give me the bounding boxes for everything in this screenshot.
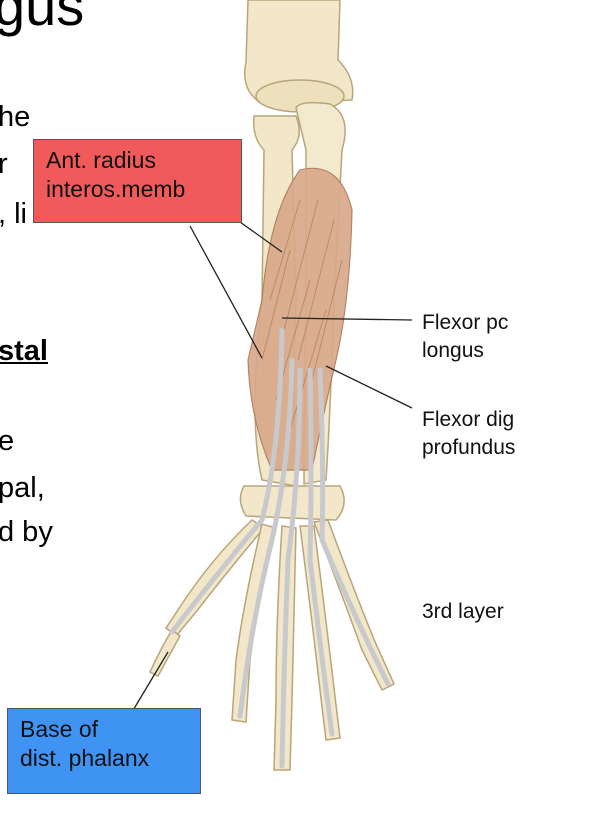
slide-text-fragment: r [0, 148, 8, 180]
slide-text-fragment: e [0, 425, 15, 457]
flexor-muscle-belly [247, 167, 353, 471]
leader-lines [131, 221, 413, 713]
callout-ant-radius-line1: Ant. radius [46, 147, 156, 173]
callout-base-distal-phalanx: Base of dist. phalanx [7, 708, 201, 794]
callout-phalanx-line1: Base of [20, 716, 98, 742]
callout-phalanx-line2: dist. phalanx [20, 745, 150, 771]
callout-ant-radius-line2: interos.memb [46, 176, 186, 202]
callout-ant-radius: Ant. radius interos.memb [33, 139, 242, 223]
slide-text-fragment: pal, [0, 472, 45, 504]
label-flexor-digitorum-line2: profundus [422, 436, 516, 459]
slide-text-fragment: d by [0, 516, 53, 548]
slide-text-fragment: , li [0, 198, 27, 230]
slide-title-fragment: gus [0, 0, 85, 37]
humerus-bone [244, 0, 354, 113]
flexor-tendons [169, 327, 391, 769]
label-flexor-pollicis-line1: Flexor pc [422, 311, 509, 334]
label-flexor-digitorum-line1: Flexor dig [422, 408, 515, 431]
label-flexor-pollicis-line2: longus [422, 339, 484, 362]
slide-heading-fragment: stal [0, 335, 48, 367]
slide-text-fragment: he [0, 101, 31, 133]
label-third-layer: 3rd layer [422, 600, 504, 623]
